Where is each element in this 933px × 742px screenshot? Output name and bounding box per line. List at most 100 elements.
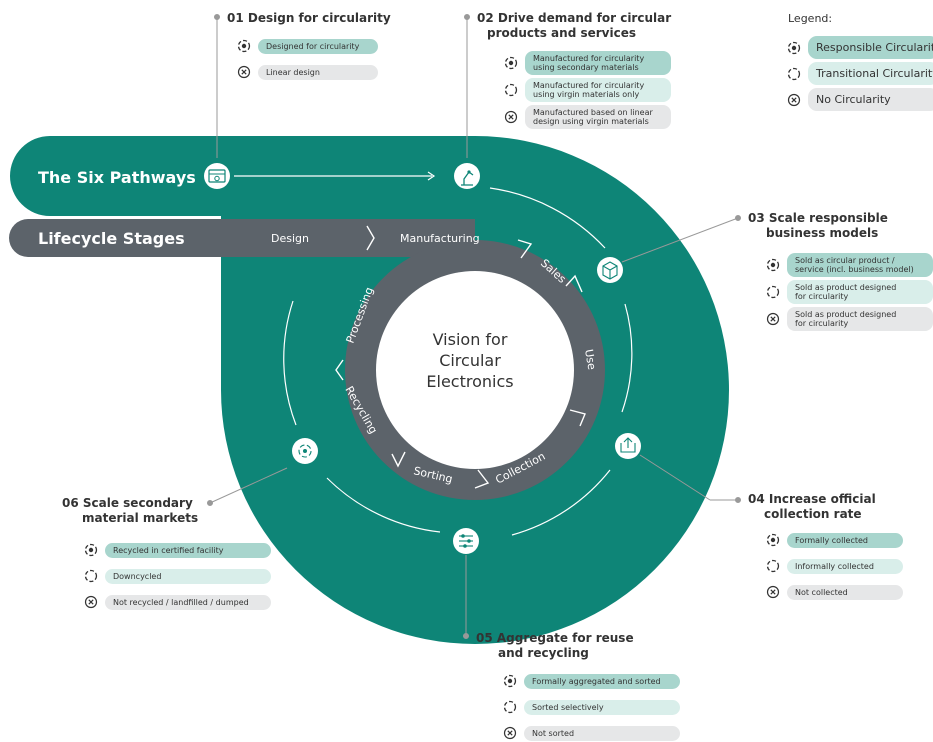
no-circularity-icon: [236, 64, 252, 80]
stage-use: Use: [582, 348, 598, 371]
no-circularity-icon: [502, 725, 518, 741]
responsible-circularity-icon: [236, 38, 252, 54]
pathway-04-item-3-label: Not collected: [787, 584, 903, 600]
pathway-04-item-2-label: Informally collected: [787, 558, 903, 574]
leader-dot-06: [207, 500, 213, 506]
legend-item-responsible: Responsible Circularity: [786, 36, 933, 59]
pathway-01-item-1: Designed for circularity: [236, 38, 378, 54]
pathway-03-item-2-line1: Sold as product designed: [795, 283, 897, 292]
chevron-sales-use: [565, 274, 583, 293]
pathway-01-title: 01 Design for circularity: [227, 11, 391, 25]
pathway-02-item-2-line1: Manufactured for circularity: [533, 81, 645, 90]
pathway-02-item-2-label: Manufactured for circularity using virgi…: [525, 78, 671, 102]
pathway-02-title-line2: products and services: [487, 26, 636, 40]
legend: Legend:: [788, 11, 832, 26]
legend-transitional-label: Transitional Circularity: [808, 62, 933, 85]
recycle-icon: [292, 438, 318, 464]
pathway-04-item-3: Not collected: [765, 584, 903, 600]
pathway-06-title-line2: material markets: [82, 511, 199, 525]
flow-arrows: [234, 171, 633, 536]
pathway-05-title-line1: 05 Aggregate for reuse: [476, 631, 634, 645]
stage-design: Design: [271, 232, 309, 245]
leader-06: [209, 467, 288, 504]
pathway-05-item-1-label: Formally aggregated and sorted: [524, 673, 680, 689]
pathway-05-title-line2: and recycling: [498, 646, 589, 660]
transitional-circularity-icon: [765, 558, 781, 574]
pathway-03-item-1-line1: Sold as circular product /: [795, 256, 895, 265]
flow-arrow-4-5: [511, 469, 611, 536]
pathway-04-item-1: Formally collected: [765, 532, 903, 548]
pathway-06-item-2-label: Downcycled: [105, 568, 271, 584]
leader-dot-02: [464, 14, 470, 20]
pathway-06-callout: 06 Scale secondary material markets: [62, 496, 198, 526]
legend-title: Legend:: [788, 12, 833, 25]
flow-arrow-2-3: [489, 187, 606, 249]
pathway-03-item-1: Sold as circular product / service (incl…: [765, 253, 933, 277]
pathway-02-item-1-label: Manufactured for circularity using secon…: [525, 51, 671, 75]
pathway-02-title-line1: 02 Drive demand for circular: [477, 11, 672, 25]
pathway-06-item-3: Not recycled / landfilled / dumped: [83, 594, 271, 610]
pathway-03-title-line2: business models: [766, 226, 879, 240]
pathway-03-item-2: Sold as product designed for circularity: [765, 280, 933, 304]
leader-dot-01: [214, 14, 220, 20]
no-circularity-icon: [503, 109, 519, 125]
legend-responsible-label: Responsible Circularity: [808, 36, 933, 59]
pathway-06-item-2: Downcycled: [83, 568, 271, 584]
pathway-02-item-3: Manufactured based on linear design usin…: [503, 105, 671, 129]
pathway-01-item-2: Linear design: [236, 64, 378, 80]
vision-center-circle: [376, 271, 574, 469]
responsible-circularity-icon: [765, 257, 781, 273]
no-circularity-icon: [83, 594, 99, 610]
transitional-circularity-icon: [502, 699, 518, 715]
pathway-03-item-2-line2: for circularity: [795, 292, 849, 301]
leader-03: [621, 217, 739, 263]
stage-manufacturing: Manufacturing: [400, 232, 480, 245]
legend-item-transitional: Transitional Circularity: [786, 62, 933, 85]
flow-arrow-6-1: [283, 300, 297, 426]
pathway-05-item-1: Formally aggregated and sorted: [502, 673, 680, 689]
flow-arrowhead-1-2: [427, 171, 436, 181]
chevron-recycling-processing: [335, 359, 344, 381]
leader-04: [639, 454, 711, 501]
pathway-02-callout: 02 Drive demand for circular products an…: [477, 11, 671, 41]
pathway-04-title-line1: 04 Increase official: [748, 492, 876, 506]
chevron-design-manufacturing: [366, 225, 375, 251]
pathway-04-item-2: Informally collected: [765, 558, 903, 574]
pathway-04-item-1-label: Formally collected: [787, 532, 903, 548]
chevron-manufacturing-sales: [517, 239, 533, 259]
leader-dot-05: [463, 633, 469, 639]
pathway-03-callout: 03 Scale responsible business models: [748, 211, 888, 241]
pathway-02-item-2-line2: using virgin materials only: [533, 90, 640, 99]
pathway-03-item-1-label: Sold as circular product / service (incl…: [787, 253, 933, 277]
pathway-03-item-1-line2: service (incl. business model): [795, 265, 914, 274]
pathway-05-item-2-label: Sorted selectively: [524, 699, 680, 715]
chevron-use-collection: [569, 409, 586, 427]
no-circularity-icon: [765, 311, 781, 327]
pathway-03-item-3: Sold as product designed for circularity: [765, 307, 933, 331]
chevron-collection-sorting: [474, 469, 490, 489]
pathway-03-item-3-line1: Sold as product designed: [795, 310, 897, 319]
vision-center-text: Vision for Circular Electronics: [426, 330, 513, 391]
pathway-03-item-3-label: Sold as product designed for circularity: [787, 307, 933, 331]
leader-lines: [207, 14, 741, 639]
package-icon: [597, 257, 623, 283]
responsible-circularity-icon: [503, 55, 519, 71]
transitional-circularity-icon: [503, 82, 519, 98]
pathway-05-item-3: Not sorted: [502, 725, 680, 741]
no-circularity-icon: [786, 92, 802, 108]
pathway-06-item-3-label: Not recycled / landfilled / dumped: [105, 594, 271, 610]
pathway-03-title-line1: 03 Scale responsible: [748, 211, 888, 225]
pathway-03-item-2-label: Sold as product designed for circularity: [787, 280, 933, 304]
leader-dot-03: [735, 215, 741, 221]
pathway-06-item-1-label: Recycled in certified facility: [105, 542, 271, 558]
sliders-icon: [453, 528, 479, 554]
pathway-05-item-2: Sorted selectively: [502, 699, 680, 715]
responsible-circularity-icon: [502, 673, 518, 689]
responsible-circularity-icon: [83, 542, 99, 558]
collection-bin-icon: [615, 433, 641, 459]
pathway-04-callout: 04 Increase official collection rate: [748, 492, 876, 522]
pathway-02-item-1-line1: Manufactured for circularity: [533, 54, 645, 63]
pathway-02-item-1: Manufactured for circularity using secon…: [503, 51, 671, 75]
